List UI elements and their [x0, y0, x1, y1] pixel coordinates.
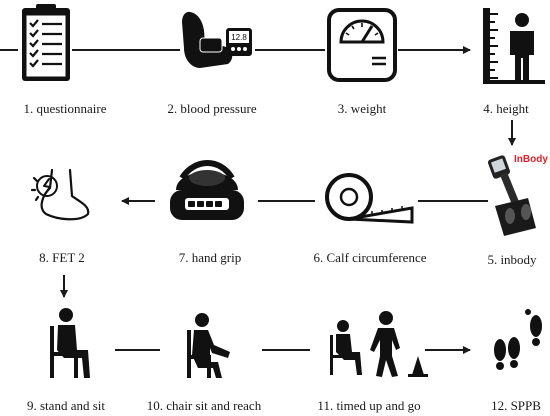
person-sitting-chair-icon	[50, 308, 90, 378]
step-label-blood-pressure: 2. blood pressure	[167, 101, 257, 116]
inbody-brand-text: InBody	[514, 154, 548, 165]
footprints-icon	[494, 309, 542, 370]
foot-pain-icon	[30, 168, 90, 221]
step-label-questionnaire: 1. questionnaire	[23, 101, 107, 116]
blood-pressure-monitor-icon: 12.8	[182, 11, 252, 68]
step-label-stand-and-sit: 9. stand and sit	[27, 398, 105, 413]
svg-text:12.8: 12.8	[231, 33, 247, 42]
person-walking-cone-icon	[330, 311, 428, 377]
step-label-timed-up-and-go: 11. timed up and go	[317, 398, 421, 413]
connectors	[0, 46, 516, 354]
inbody-analyzer-icon: InBody	[487, 154, 548, 236]
tape-measure-icon	[325, 173, 414, 224]
step-label-height: 4. height	[483, 101, 529, 116]
step-label-inbody: 5. inbody	[487, 252, 537, 267]
step-label-sppb: 12. SPPB	[491, 398, 541, 413]
step-label-chair-sit-and-reach: 10. chair sit and reach	[146, 398, 262, 413]
person-chair-reach-icon	[187, 313, 230, 378]
weighing-scale-icon	[327, 8, 397, 82]
step-label-hand-grip: 7. hand grip	[178, 250, 242, 265]
clipboard-checklist-icon	[22, 4, 70, 81]
step-label-calf-circumference: 6. Calf circumference	[313, 250, 427, 265]
hand-dynamometer-icon	[170, 160, 244, 220]
step-label-weight: 3. weight	[337, 101, 387, 116]
height-ruler-person-icon	[483, 8, 545, 84]
step-label-fet2: 8. FET 2	[39, 250, 85, 265]
